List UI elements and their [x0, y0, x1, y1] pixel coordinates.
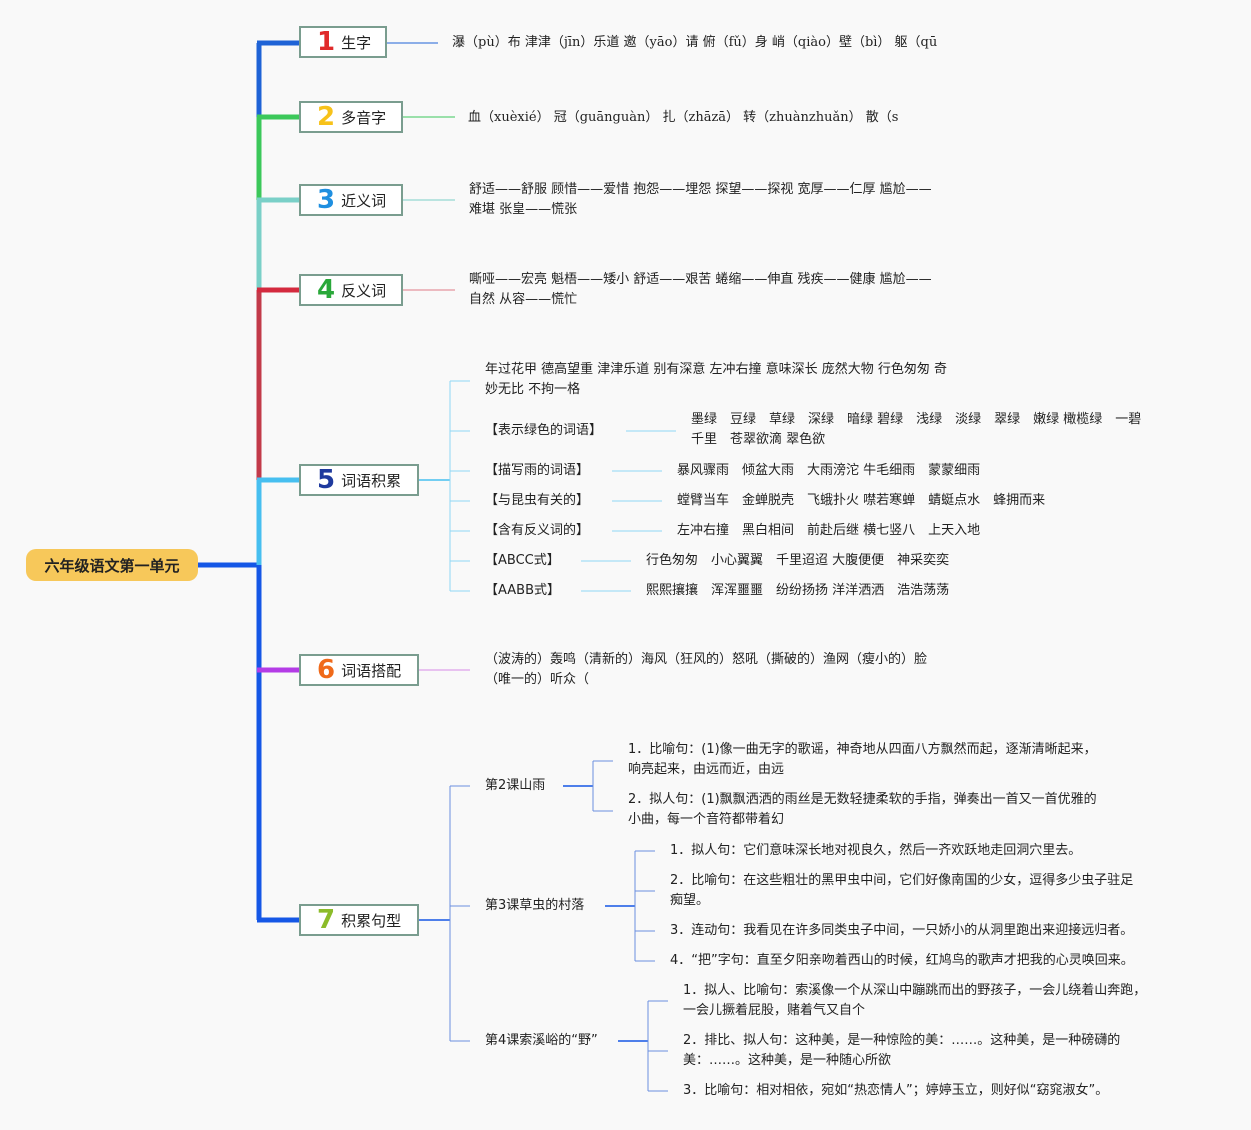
group-abcc-content: 行色匆匆 小心翼翼 千里迢迢 大腹便便 神采奕奕 — [646, 553, 950, 568]
group-insect-content: 螳臂当车 金蝉脱壳 飞蛾扑火 噤若寒蝉 蜻蜓点水 蜂拥而来 — [677, 493, 1046, 508]
lesson-4-item-2-line-2: 美：……。这种美，是一种随心所欲 — [683, 1053, 892, 1068]
lesson-3-item-2-line-1: 2．比喻句：在这些粗壮的黑甲虫中间，它们好像南国的少女，逗得多少虫子驻足 — [670, 873, 1134, 888]
branch-5-node[interactable]: 5 词语积累 — [299, 464, 419, 496]
group-abcc-label: 【ABCC式】 — [485, 553, 560, 568]
lesson-3-item-1: 1．拟人句：它们意味深长地对视良久，然后一齐欢跃地走回洞穴里去。 — [670, 843, 1082, 858]
lesson-2-label: 第2课山雨 — [485, 778, 546, 793]
branch-5-label: 词语积累 — [341, 471, 402, 490]
branch-3-content-line-1: 舒适——舒服 顾惜——爱惜 抱怨——埋怨 探望——探视 宽厚——仁厚 尴尬—— — [469, 182, 932, 197]
number-1-icon: 1 — [317, 27, 336, 57]
group-antonym-content: 左冲右撞 黑白相间 前赴后继 横七竖八 上天入地 — [677, 523, 981, 538]
lesson-2-item-2-line-1: 2．拟人句：(1)飘飘洒洒的雨丝是无数轻捷柔软的手指，弹奏出一首又一首优雅的 — [628, 792, 1097, 807]
branch-4-label: 反义词 — [341, 281, 387, 300]
idioms-line-1: 年过花甲 德高望重 津津乐道 别有深意 左冲右撞 意味深长 庞然大物 行色匆匆 … — [485, 362, 948, 377]
lesson-4-item-3: 3．比喻句：相对相依，宛如“热恋情人”；婷婷玉立，则好似“窈窕淑女”。 — [683, 1083, 1109, 1098]
branch-1-node[interactable]: 1 生字 — [299, 26, 387, 58]
branch-6-content-line-1: （波涛的）轰鸣（清新的）海风（狂风的）怒吼（撕破的）渔网（瘦小的）脸 — [485, 652, 928, 667]
group-green-content-line-1: 墨绿 豆绿 草绿 深绿 暗绿 碧绿 浅绿 淡绿 翠绿 嫩绿 橄榄绿 一碧 — [691, 412, 1142, 427]
lesson-4-item-1-line-2: 一会儿撅着屁股，赌着气又自个 — [683, 1003, 866, 1018]
lesson-2-item-2-line-2: 小曲，每一个音符都带着幻 — [628, 812, 785, 827]
group-rain-label: 【描写雨的词语】 — [485, 463, 590, 478]
lesson-2-item-1-line-2: 响亮起来，由远而近，由远 — [628, 762, 785, 777]
branch-3-node[interactable]: 3 近义词 — [299, 184, 403, 216]
branch-1-label: 生字 — [341, 33, 372, 52]
branch-2-label: 多音字 — [341, 108, 387, 127]
lesson-2-item-1-line-1: 1．比喻句：(1)像一曲无字的歌谣，神奇地从四面八方飘然而起，逐渐清晰起来， — [628, 742, 1097, 757]
branch-6-label: 词语搭配 — [341, 661, 402, 680]
lesson-3-label: 第3课草虫的村落 — [485, 898, 585, 913]
group-rain-content: 暴风骤雨 倾盆大雨 大雨滂沱 牛毛细雨 蒙蒙细雨 — [677, 463, 981, 478]
group-antonym-label: 【含有反义词的】 — [485, 523, 590, 538]
branch-4-content-line-1: 嘶哑——宏亮 魁梧——矮小 舒适——艰苦 蜷缩——伸直 残疾——健康 尴尬—— — [469, 272, 932, 287]
lesson-3-item-2-line-2: 痴望。 — [670, 893, 710, 908]
branch-2-content: 血（xuèxié） 冠（guānguàn） 扎（zhāzā） 转（zhuànzh… — [468, 110, 899, 125]
group-aabb-content: 熙熙攘攘 浑浑噩噩 纷纷扬扬 洋洋洒洒 浩浩荡荡 — [646, 583, 950, 598]
branch-4-node[interactable]: 4 反义词 — [299, 274, 403, 306]
branch-6-node[interactable]: 6 词语搭配 — [299, 654, 419, 686]
lesson-3-item-3: 3．连动句：我看见在许多同类虫子中间，一只娇小的从洞里跑出来迎接远归者。 — [670, 923, 1134, 938]
number-4-icon: 4 — [317, 275, 336, 305]
branch-6-content-line-2: （唯一的）听众（ — [485, 672, 590, 687]
group-insect-label: 【与昆虫有关的】 — [485, 493, 590, 508]
lesson-4-item-2-line-1: 2．排比、拟人句：这种美，是一种惊险的美：……。这种美，是一种磅礴的 — [683, 1033, 1121, 1048]
branch-3-label: 近义词 — [341, 191, 387, 210]
number-7-icon: 7 — [317, 905, 336, 935]
branch-3-content-line-2: 难堪 张皇——慌张 — [469, 202, 578, 217]
number-2-icon: 2 — [317, 102, 336, 132]
idioms-line-2: 妙无比 不拘一格 — [485, 382, 581, 397]
root-node[interactable]: 六年级语文第一单元 — [26, 549, 198, 581]
number-6-icon: 6 — [317, 655, 336, 685]
lesson-4-item-1-line-1: 1．拟人、比喻句：索溪像一个从深山中蹦跳而出的野孩子，一会儿绕着山奔跑， — [683, 983, 1147, 998]
branch-2-node[interactable]: 2 多音字 — [299, 101, 403, 133]
group-green-content-line-2: 千里 苍翠欲滴 翠色欲 — [691, 432, 826, 447]
number-3-icon: 3 — [317, 185, 336, 215]
lesson-4-label: 第4课索溪峪的“野” — [485, 1033, 598, 1048]
number-5-icon: 5 — [317, 465, 336, 495]
branch-7-node[interactable]: 7 积累句型 — [299, 904, 419, 936]
branch-1-content: 瀑（pù）布 津津（jīn）乐道 邀（yāo）请 俯（fǔ）身 峭（qiào）壁… — [452, 35, 938, 50]
group-aabb-label: 【AABB式】 — [485, 583, 560, 598]
group-green-label: 【表示绿色的词语】 — [485, 423, 603, 438]
branch-7-label: 积累句型 — [341, 911, 402, 930]
lesson-3-item-4: 4．“把”字句：直至夕阳亲吻着西山的时候，红鸠鸟的歌声才把我的心灵唤回来。 — [670, 953, 1134, 968]
branch-4-content-line-2: 自然 从容——慌忙 — [469, 292, 578, 307]
